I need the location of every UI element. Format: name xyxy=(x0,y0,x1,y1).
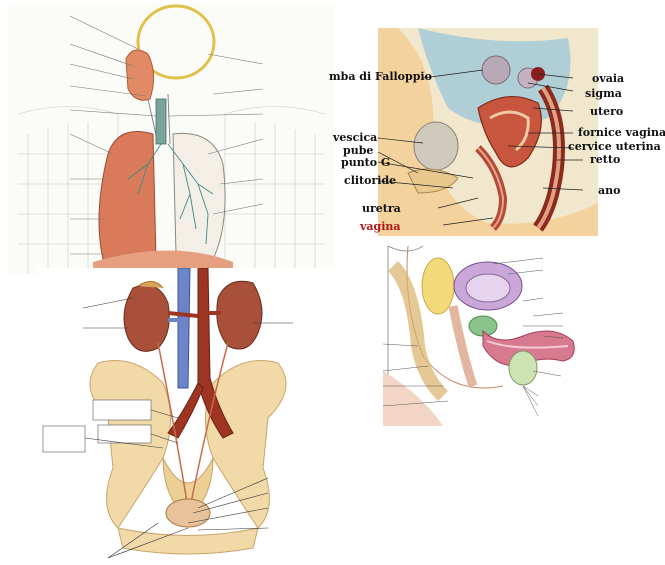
label-ovaia: ovaia xyxy=(592,73,624,85)
label-tuba-di-falloppio: mba di Falloppio xyxy=(329,71,432,83)
label-sigma: sigma xyxy=(585,88,622,100)
label-retto: retto xyxy=(590,154,620,166)
urinary-drawing xyxy=(38,268,338,565)
label-uretra: uretra xyxy=(362,203,401,215)
female-drawing xyxy=(378,28,598,236)
male-drawing xyxy=(383,246,603,426)
label-vescica: vescica xyxy=(333,132,377,144)
label-ano: ano xyxy=(598,185,620,197)
label-clitoride: clitoride xyxy=(344,175,396,187)
label-utero: utero xyxy=(590,106,623,118)
label-cervice-uterina: cervice uterina xyxy=(568,141,661,153)
urinary-system-illustration xyxy=(38,268,338,565)
female-reproductive-illustration xyxy=(378,28,598,236)
respiratory-system-illustration xyxy=(8,4,335,274)
label-vagina: vagina xyxy=(360,221,401,233)
respiratory-drawing xyxy=(8,4,335,274)
male-reproductive-illustration xyxy=(383,246,603,426)
label-punto-g: punto G xyxy=(341,157,390,169)
label-fornice-vaginale: fornice vaginale xyxy=(578,127,665,139)
